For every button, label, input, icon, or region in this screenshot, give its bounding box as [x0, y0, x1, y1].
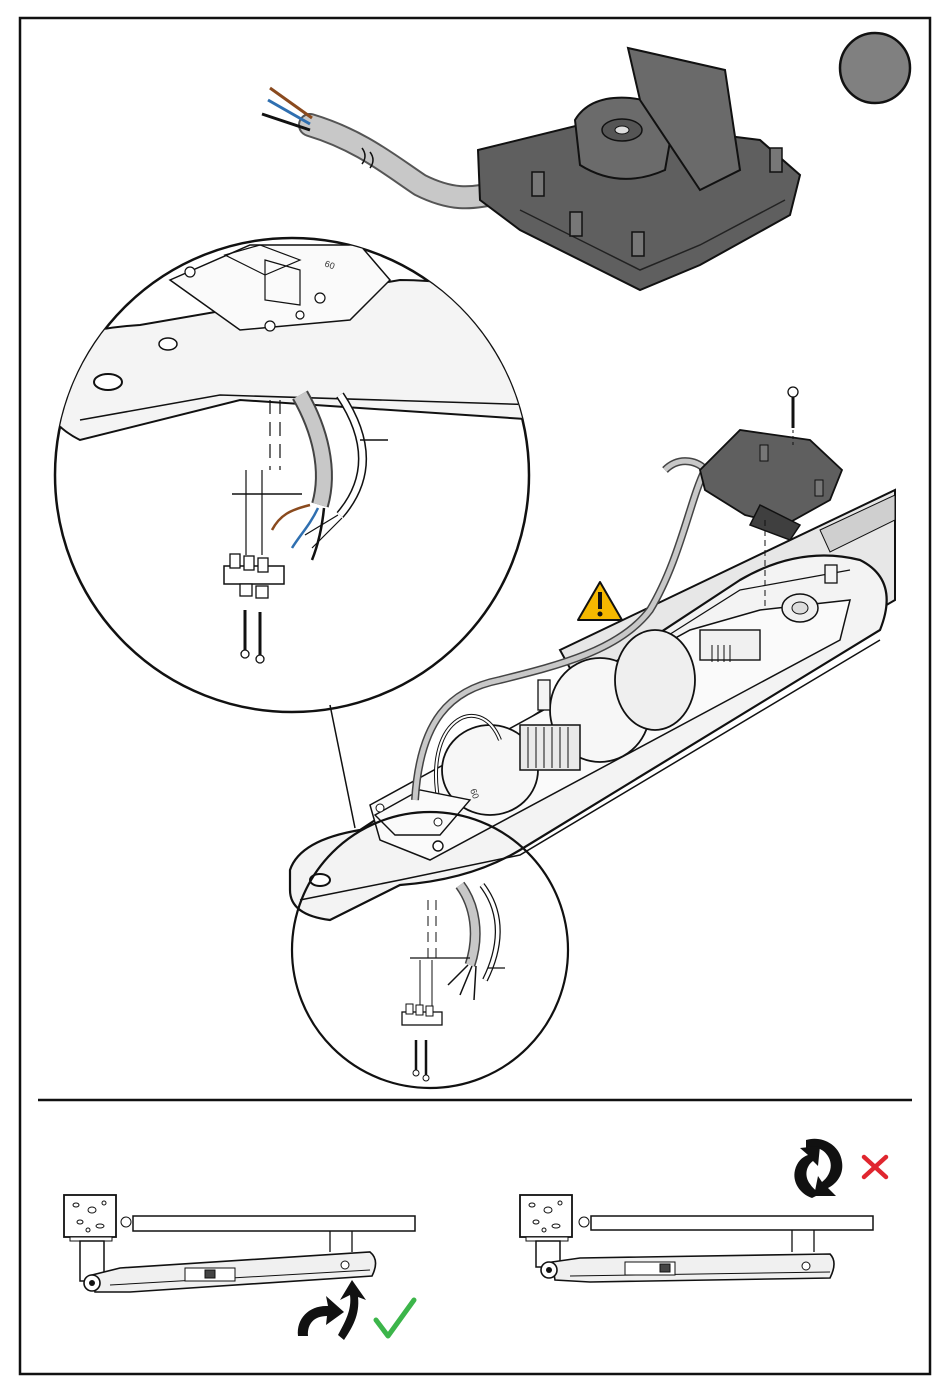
wiring-detail-magnified: 60	[40, 238, 540, 712]
cross-mark-icon	[864, 1157, 886, 1177]
screw-head-icon	[788, 387, 798, 397]
rotation-arrows-icon	[794, 1139, 842, 1198]
rotation-arrows-icon	[298, 1280, 366, 1340]
detail-pointer-line	[330, 705, 355, 828]
gate-leaf	[133, 1216, 415, 1231]
correct-installation-panel	[64, 1195, 415, 1340]
step-badge	[840, 33, 910, 103]
gate-leaf	[591, 1216, 873, 1230]
page-border	[20, 18, 930, 1374]
warning-triangle-icon	[578, 582, 622, 620]
wrong-installation-panel	[520, 1139, 886, 1282]
check-mark-icon	[376, 1300, 414, 1336]
